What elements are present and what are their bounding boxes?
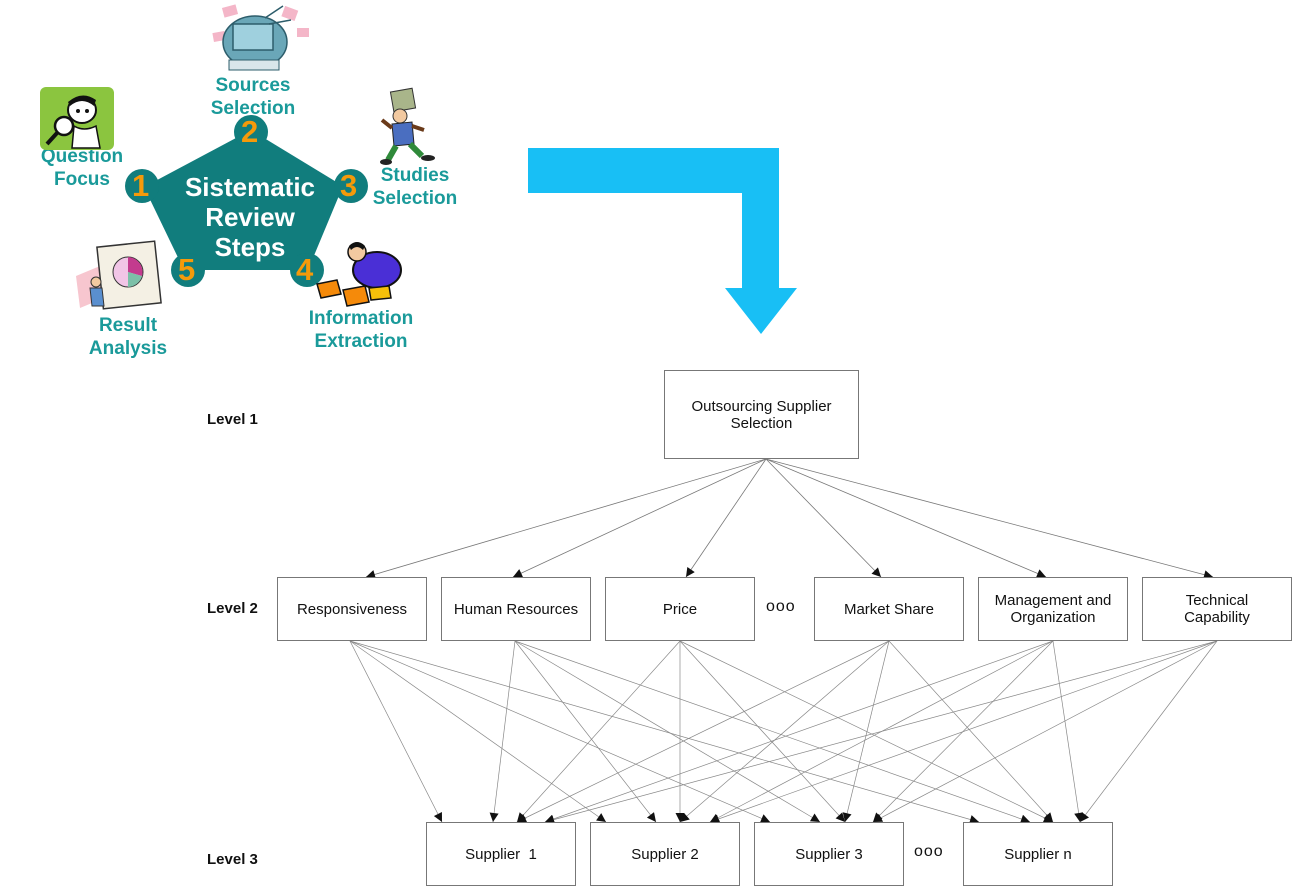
criterion-to-supplier-link xyxy=(842,640,890,823)
step-1-label-line1: Question xyxy=(40,146,124,167)
level-3-label: Level 3 xyxy=(207,851,258,868)
goal-to-criterion-link xyxy=(512,458,767,578)
step-2-circle xyxy=(234,115,268,149)
pentagon-shape xyxy=(144,130,343,270)
step-5-label: Result Analysis xyxy=(63,314,193,360)
criterion-to-supplier-link xyxy=(679,640,890,823)
step-2-label-line2: Selection xyxy=(210,98,296,119)
alternative-supplier-1: Supplier 1 xyxy=(426,822,576,886)
criterion-price: Price xyxy=(605,577,755,641)
step-1-label: Question Focus xyxy=(22,145,142,191)
goal-node: Outsourcing Supplier Selection xyxy=(664,370,859,459)
level-2-label: Level 2 xyxy=(207,600,258,617)
goal-to-criterion-link xyxy=(765,458,1047,578)
pentagon-title-3: Steps xyxy=(214,232,286,262)
criterion-to-supplier-link xyxy=(544,640,1218,825)
alternative-supplier-n: Supplier n xyxy=(963,822,1113,886)
alternative-supplier-2: Supplier 2 xyxy=(590,822,740,886)
step-3-label-line2: Selection xyxy=(372,188,458,209)
step-1-number: 1 xyxy=(132,168,150,203)
criterion-to-supplier-link xyxy=(1052,640,1084,823)
step-1-circle xyxy=(125,169,159,203)
goal-to-criterion-link xyxy=(765,458,882,578)
alternative-supplier-3: Supplier 3 xyxy=(754,822,904,886)
criterion-to-supplier-link xyxy=(679,640,846,823)
criterion-to-supplier-link xyxy=(349,640,443,823)
person-walking-icon xyxy=(380,87,435,165)
criterion-to-supplier-link xyxy=(679,640,1054,823)
step-5-label-line2: Analysis xyxy=(88,338,168,359)
criterion-to-supplier-link xyxy=(349,640,980,824)
step-4-number: 4 xyxy=(296,252,314,287)
criterion-to-supplier-link xyxy=(349,640,771,823)
goal-to-criterion-link xyxy=(365,458,767,579)
step-5-label-line1: Result xyxy=(98,315,158,336)
pie-chart-presentation-icon xyxy=(76,240,162,310)
goal-to-criterion-link xyxy=(685,458,767,578)
step-4-label-line2: Extraction xyxy=(314,331,408,352)
step-3-circle xyxy=(334,169,368,203)
criterion-to-supplier-link xyxy=(888,640,1054,823)
criterion-to-supplier-link xyxy=(1079,640,1218,823)
alternatives-ellipsis: ooo xyxy=(914,843,944,860)
criterion-to-supplier-link xyxy=(514,640,657,823)
criterion-to-supplier-link xyxy=(349,640,607,823)
step-2-label: Sources Selection xyxy=(183,74,323,120)
pentagon-title-2: Review xyxy=(205,202,295,232)
step-5-number: 5 xyxy=(178,252,196,287)
step-3-label-line1: Studies xyxy=(380,165,450,186)
criteria-ellipsis: ooo xyxy=(766,598,796,615)
criterion-to-supplier-link xyxy=(489,640,516,823)
pentagon-title-1: Sistematic xyxy=(184,172,316,202)
step-4-label-line1: Information xyxy=(308,308,414,329)
criterion-responsiveness: Responsiveness xyxy=(277,577,427,641)
step-4-circle xyxy=(290,253,324,287)
criterion-market-share: Market Share xyxy=(814,577,964,641)
puzzle-person-icon xyxy=(316,242,402,307)
magnifier-person-icon xyxy=(40,87,114,150)
computer-papers-icon xyxy=(212,4,309,71)
criterion-human-resources: Human Resources xyxy=(441,577,591,641)
step-5-circle xyxy=(171,253,205,287)
review-pentagon xyxy=(125,115,368,287)
criterion-to-supplier-link xyxy=(872,640,1218,823)
step-2-number: 2 xyxy=(241,114,259,149)
step-3-label: Studies Selection xyxy=(350,164,480,210)
step-4-label: Information Extraction xyxy=(281,307,441,353)
criterion-management-organization: Management and Organization xyxy=(978,577,1128,641)
level-1-label: Level 1 xyxy=(207,411,258,428)
flow-arrow xyxy=(528,148,797,334)
criterion-to-supplier-link xyxy=(516,640,681,823)
goal-to-criterion-link xyxy=(765,458,1214,580)
criterion-to-supplier-link xyxy=(514,640,1031,824)
criterion-technical-capability: Technical Capability xyxy=(1142,577,1292,641)
criterion-to-supplier-link xyxy=(709,640,1218,824)
criterion-to-supplier-link xyxy=(514,640,821,823)
step-3-number: 3 xyxy=(340,168,358,203)
step-1-label-line2: Focus xyxy=(54,169,110,190)
step-2-label-line1: Sources xyxy=(215,75,291,96)
criterion-to-supplier-link xyxy=(516,640,890,823)
criterion-to-supplier-link xyxy=(544,640,1054,824)
